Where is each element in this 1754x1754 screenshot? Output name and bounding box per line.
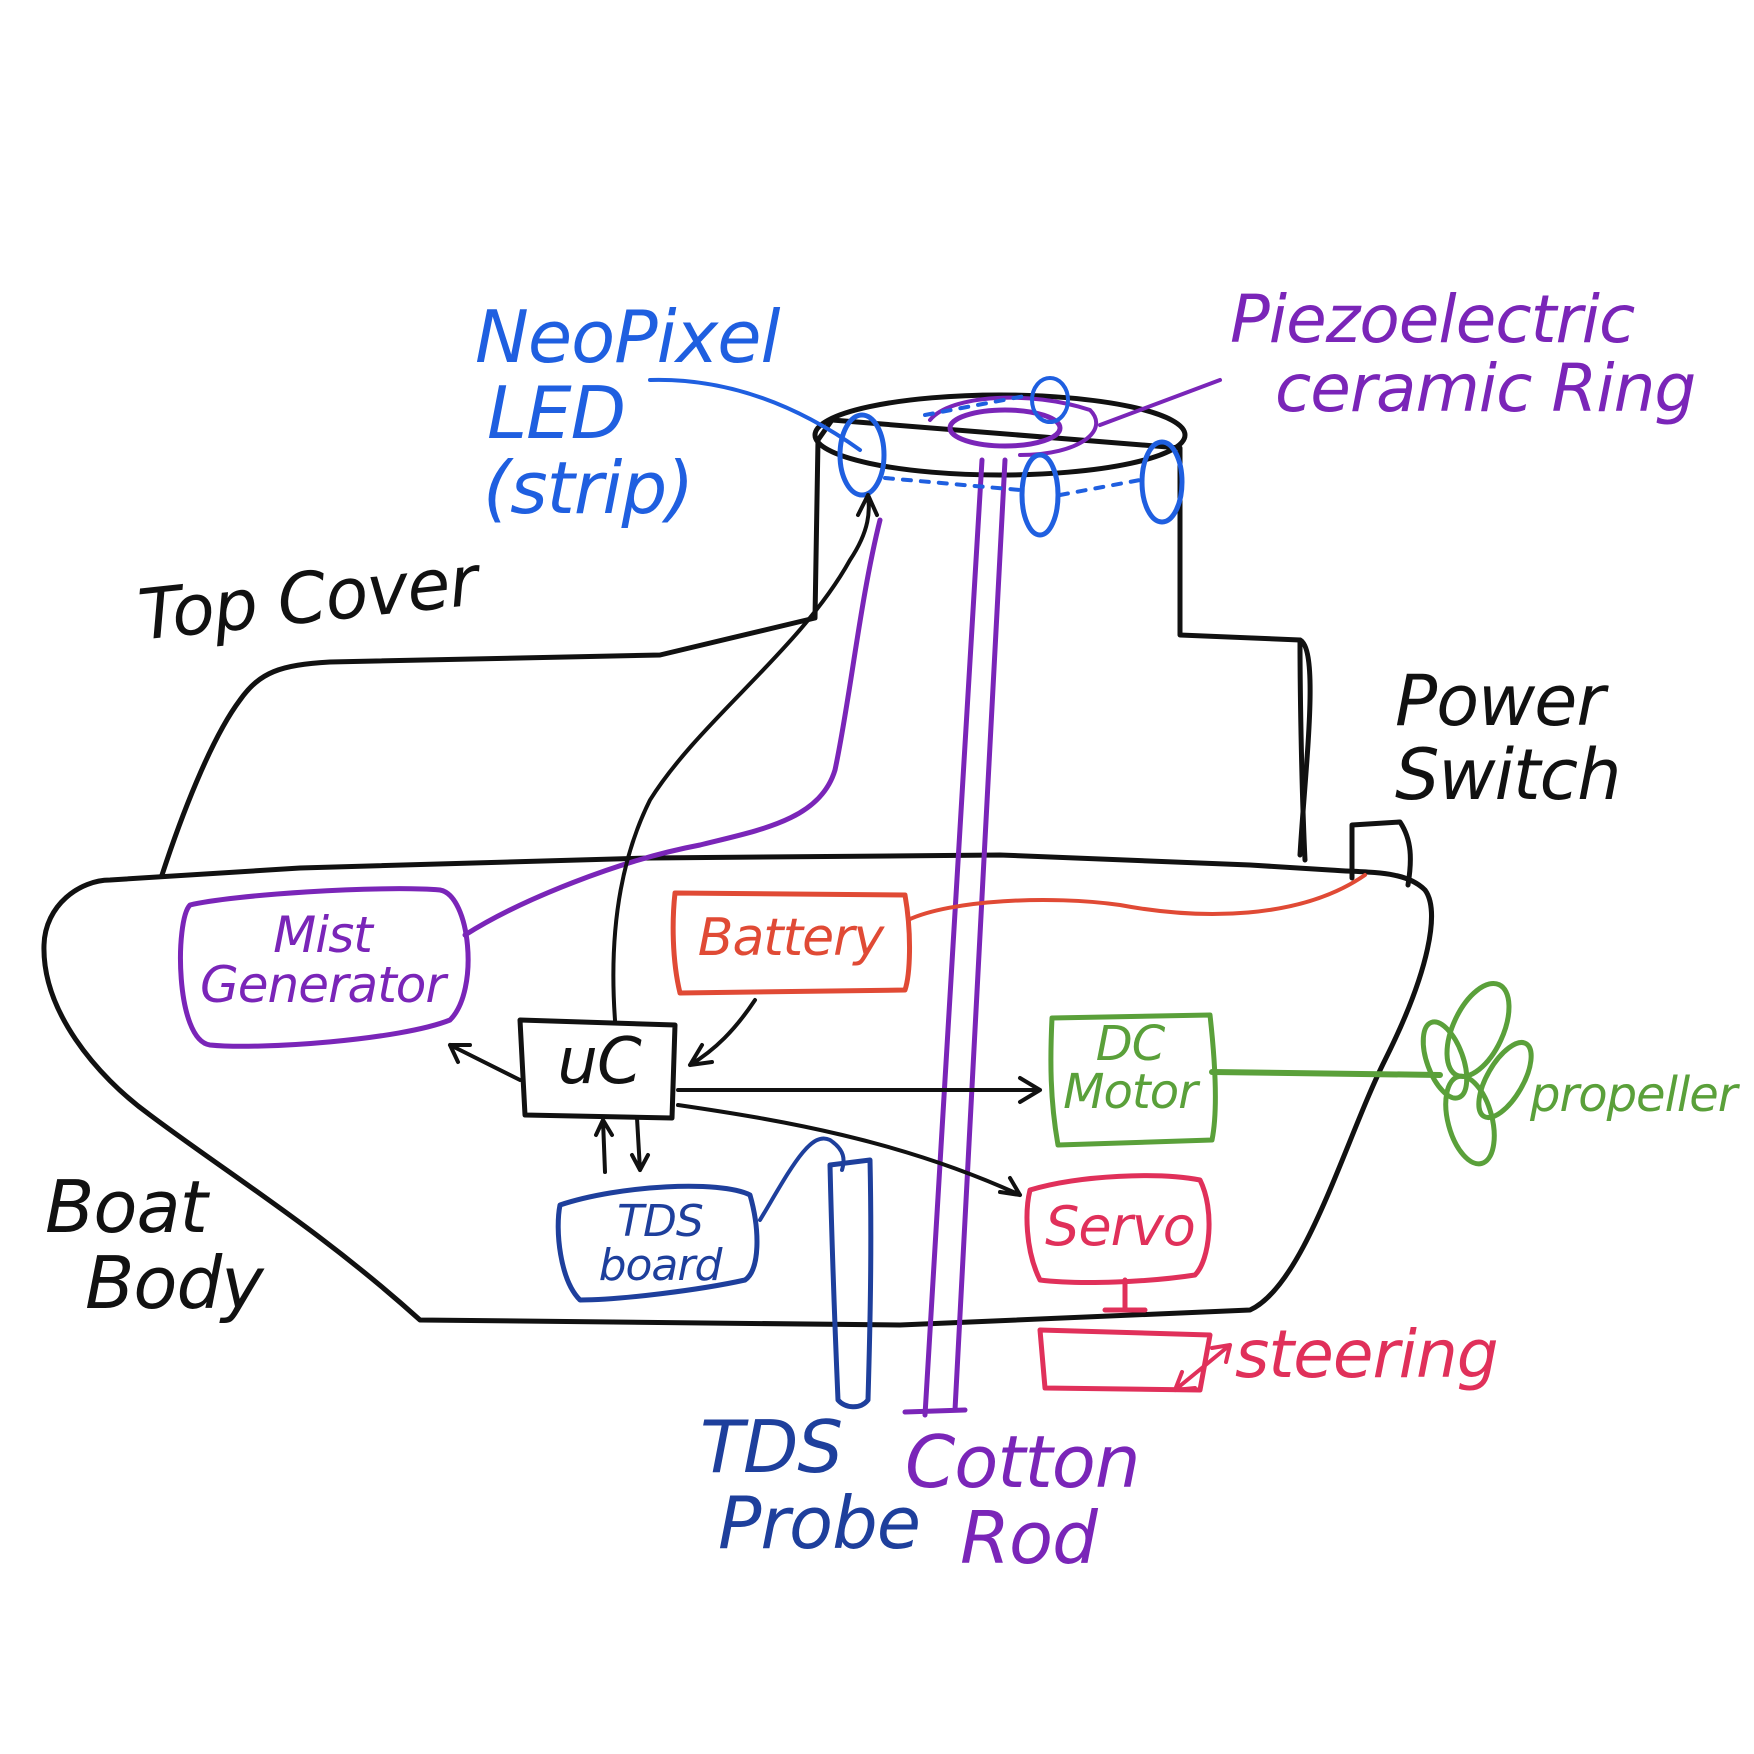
propeller-blade-right <box>1476 1040 1534 1120</box>
uc-label: uC <box>557 1025 641 1099</box>
battery-label: Battery <box>697 908 884 968</box>
uc-to-led-line <box>611 493 879 1022</box>
battery-to-uc-arrow <box>688 998 757 1067</box>
servo-horn <box>1037 1277 1213 1393</box>
dc-motor-label-line1: DC <box>1095 1016 1165 1072</box>
tds-board-box <box>555 1183 760 1303</box>
power-switch-label: Power Switch <box>1395 660 1621 816</box>
uc-box <box>517 1017 678 1121</box>
steering-label: steering <box>1235 1316 1499 1393</box>
battery-box <box>670 890 912 996</box>
uc-tds-bidirectional-arrows <box>594 1116 650 1174</box>
power-switch-label-line1: Power <box>1395 660 1605 742</box>
cotton-rod-left-line <box>922 457 985 1418</box>
uc-to-mist-arrow <box>448 1043 522 1082</box>
led-oval-1 <box>837 412 887 498</box>
tds-board-label-line1: TDS <box>617 1196 704 1247</box>
propeller-blade-left <box>1420 1019 1470 1101</box>
neopixel-label-line2: LED <box>487 370 626 455</box>
tds-probe-shape <box>827 1157 874 1410</box>
cotton-rod-base-line <box>902 1407 968 1415</box>
boat-body-label-line1: Boat <box>45 1165 208 1249</box>
led-strip-dashed <box>883 393 1142 497</box>
top-cover-outline <box>159 417 1313 878</box>
tds-board-label-line2: board <box>598 1240 723 1291</box>
power-switch-label-line2: Switch <box>1395 733 1621 816</box>
propeller-label: propeller <box>1530 1067 1738 1123</box>
piezo-label: Piezoelectric ceramic Ring <box>1230 281 1696 428</box>
uc-to-motor-arrow <box>676 1076 1042 1104</box>
mist-generator-box <box>178 886 471 1049</box>
piezo-ring-ellipse <box>947 407 1063 449</box>
tds-board-label: TDS board <box>565 1200 755 1288</box>
neopixel-label-line3: (strip) <box>483 446 694 531</box>
servo-label: Servo <box>1045 1195 1196 1258</box>
piezo-label-line1: Piezoelectric <box>1230 281 1635 358</box>
dc-motor-box <box>1048 1012 1218 1148</box>
tds-probe-label-line1: TDS <box>700 1405 843 1489</box>
cotton-rod-label-line1: Cotton <box>905 1420 1140 1504</box>
led-oval-4 <box>1030 376 1070 424</box>
top-cover-right-edge <box>1297 637 1308 863</box>
piezo-ring-outer-arc <box>928 395 1098 457</box>
uc-to-servo-arrow <box>676 1103 1022 1197</box>
mist-generator-label-line1: Mist <box>273 906 373 964</box>
tds-board-to-probe-line <box>758 1136 846 1222</box>
neopixel-label-line1: NeoPixel <box>475 295 781 379</box>
mist-generator-label-line2: Generator <box>200 956 446 1014</box>
tds-probe-label: TDS Probe <box>700 1405 921 1565</box>
piezo-label-line2: ceramic Ring <box>1275 350 1696 428</box>
power-switch-shape <box>1349 819 1413 888</box>
dc-motor-label-line2: Motor <box>1063 1064 1198 1120</box>
propeller-blade-bottom <box>1443 1073 1497 1167</box>
steering-arrow <box>1173 1343 1232 1392</box>
neopixel-leader-line <box>648 377 862 452</box>
mist-generator-label: Mist Generator <box>190 910 455 1010</box>
cotton-rod-label: Cotton Rod <box>905 1420 1140 1580</box>
boat-body-label-line2: Body <box>85 1240 264 1325</box>
battery-to-switch-line <box>906 873 1367 922</box>
led-oval-2 <box>1019 452 1061 538</box>
servo-box <box>1024 1173 1212 1285</box>
boat-body-label: Boat Body <box>45 1165 264 1325</box>
mist-to-piezo-line <box>462 517 883 938</box>
motor-shaft <box>1209 1069 1443 1078</box>
neopixel-label: NeoPixel LED (strip) <box>475 295 781 531</box>
cotton-rod-right-line <box>952 457 1008 1413</box>
piezo-leader-line <box>1098 378 1222 427</box>
tower-top-ellipse <box>812 392 1188 478</box>
boat-body-outline <box>41 852 1434 1328</box>
dc-motor-label: DC Motor <box>1055 1020 1205 1116</box>
led-oval-3 <box>1139 439 1185 525</box>
tds-probe-label-line2: Probe <box>718 1480 921 1565</box>
cotton-rod-label-line2: Rod <box>960 1495 1098 1580</box>
